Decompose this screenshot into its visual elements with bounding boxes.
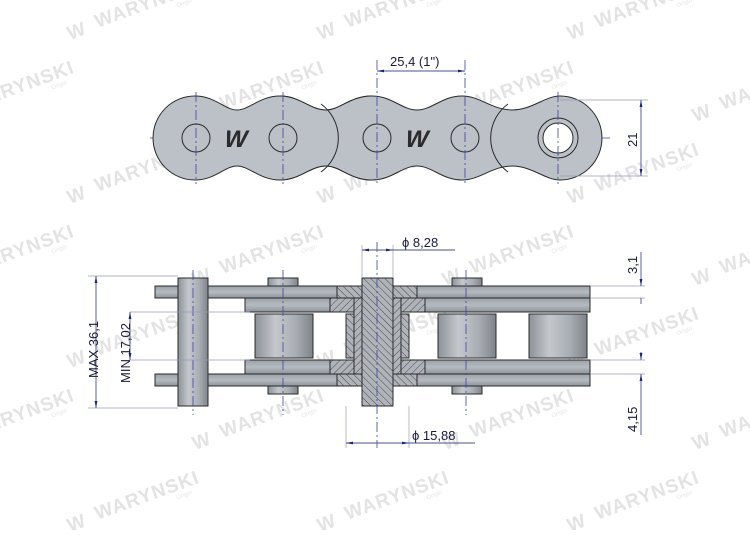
svg-text:W: W [190, 428, 215, 454]
svg-text:Origin: Origin [176, 490, 193, 501]
svg-text:Origin: Origin [676, 490, 693, 501]
svg-text:W: W [65, 510, 90, 530]
svg-text:Origin: Origin [301, 244, 318, 255]
min-inner-width-dimension: MIN 17,02 [118, 323, 133, 383]
svg-text:W: W [565, 510, 590, 530]
svg-text:Origin: Origin [551, 80, 568, 91]
svg-text:Origin: Origin [51, 244, 68, 255]
svg-text:W: W [690, 100, 715, 126]
plate-thickness-bottom-dimension: 4,15 [625, 407, 640, 432]
pin-diameter-dimension: ϕ 8,28 [402, 235, 438, 250]
svg-text:Origin: Origin [176, 0, 193, 9]
svg-text:WARYNSKI: WARYNSKI [717, 221, 750, 278]
svg-text:Origin: Origin [676, 162, 693, 173]
svg-text:Origin: Origin [426, 0, 443, 9]
roller-2 [437, 313, 497, 359]
svg-text:W: W [315, 182, 340, 208]
svg-text:W: W [690, 264, 715, 290]
chain-plate-top-2 [279, 95, 603, 181]
max-width-dimension: MAX 36,1 [86, 321, 101, 378]
svg-text:W: W [315, 18, 340, 44]
svg-text:Origin: Origin [551, 244, 568, 255]
svg-text:Origin: Origin [551, 408, 568, 419]
roller-3 [528, 313, 588, 359]
plate-thickness-top-dimension: 3,1 [625, 256, 640, 274]
svg-text:Origin: Origin [51, 80, 68, 91]
svg-text:Origin: Origin [426, 326, 443, 337]
svg-text:WARYNSKI: WARYNSKI [717, 385, 750, 442]
svg-text:WARYNSKI: WARYNSKI [717, 57, 750, 114]
svg-text:Origin: Origin [676, 0, 693, 9]
svg-text:Origin: Origin [426, 490, 443, 501]
side-view: MAX 36,1 MIN 17,02 ϕ 8,28 ϕ 15,88 3,1 4,… [86, 235, 645, 448]
svg-text:Origin: Origin [51, 408, 68, 419]
pitch-dimension: 25,4 (1") [390, 54, 439, 69]
svg-text:W: W [315, 510, 340, 530]
svg-text:W: W [690, 428, 715, 454]
svg-text:W: W [565, 182, 590, 208]
roller-1 [254, 313, 314, 359]
svg-text:W: W [65, 18, 90, 44]
svg-text:W: W [565, 18, 590, 44]
svg-text:Origin: Origin [301, 80, 318, 91]
roller-diameter-dimension: ϕ 15,88 [412, 428, 455, 443]
svg-text:Origin: Origin [676, 326, 693, 337]
svg-text:W: W [65, 182, 90, 208]
top-view: W W 25,4 (1") 21 [150, 54, 648, 184]
height-dimension: 21 [625, 133, 640, 147]
svg-text:Origin: Origin [301, 408, 318, 419]
